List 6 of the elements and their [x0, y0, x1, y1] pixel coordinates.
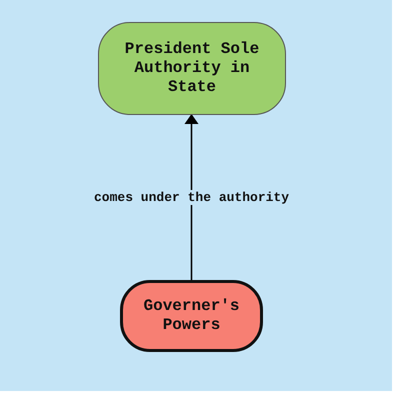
arrow [184, 114, 198, 280]
rounded-box [98, 22, 286, 115]
node-text: President Sole Authority in State [124, 40, 260, 97]
edge-label: comes under the authority [93, 190, 290, 205]
node-text: Governer's Powers [142, 297, 240, 335]
rounded-box [120, 280, 263, 352]
